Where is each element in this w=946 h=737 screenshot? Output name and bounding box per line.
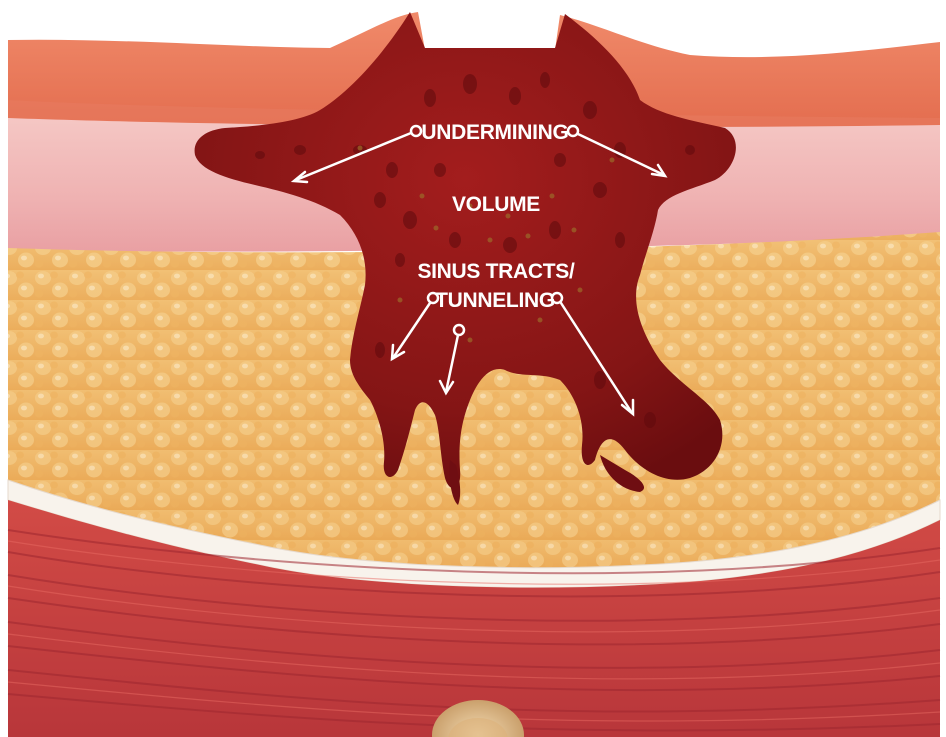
label-volume: VOLUME <box>452 193 540 216</box>
label-sinus-tracts: SINUS TRACTS/ <box>417 260 575 283</box>
label-tunneling: TUNNELING <box>435 289 555 312</box>
label-undermining: UNDERMINING <box>421 121 568 144</box>
